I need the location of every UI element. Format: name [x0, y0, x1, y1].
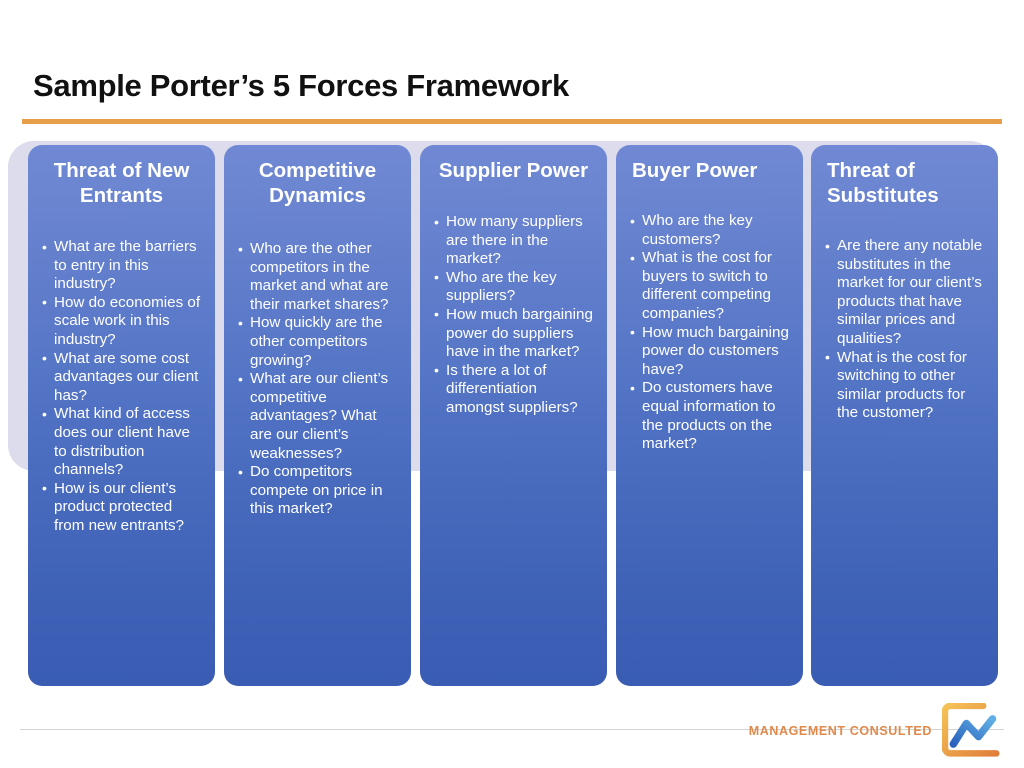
list-item: What is the cost for buyers to switch to…: [628, 249, 791, 323]
list-item: How much bargaining power do customers h…: [628, 323, 791, 380]
force-column-competitive-dynamics[interactable]: Competitive Dynamics Who are the other c…: [224, 145, 411, 686]
footer-divider: [20, 729, 1004, 730]
list-item: Who are the key suppliers?: [432, 268, 595, 306]
list-item: What are our client’s competitive advant…: [236, 370, 399, 463]
force-heading: Competitive Dynamics: [258, 159, 377, 207]
list-item: Do competitors compete on price in this …: [236, 463, 399, 519]
list-item: What are some cost advantages our client…: [40, 349, 203, 406]
page-title: Sample Porter’s 5 Forces Framework: [33, 68, 569, 103]
list-item: How much bargaining power do suppliers h…: [432, 305, 595, 362]
force-bullet-list: Who are the key customers? What is the c…: [628, 211, 791, 454]
list-item: Who are the key customers?: [628, 211, 791, 249]
force-bullet-list: What are the barriers to entry in this i…: [40, 238, 203, 536]
list-item: How is our client’s product protected fr…: [40, 479, 203, 536]
force-bullet-list: Are there any notable substitutes in the…: [823, 237, 986, 423]
force-bullet-list: How many suppliers are there in the mark…: [432, 213, 595, 418]
force-heading: Threat of Substitutes: [827, 159, 939, 207]
list-item: Do customers have equal information to t…: [628, 379, 791, 453]
force-column-supplier-power[interactable]: Supplier Power How many suppliers are th…: [420, 145, 607, 686]
list-item: What kind of access does our client have…: [40, 405, 203, 479]
brand-logo: MANAGEMENT CONSULTED: [749, 703, 1002, 759]
management-consulted-logo-icon: [942, 703, 1000, 757]
forces-container: Threat of New Entrants What are the barr…: [0, 145, 1024, 690]
list-item: How many suppliers are there in the mark…: [432, 213, 595, 269]
title-accent-rule: [22, 119, 1002, 124]
list-item: Are there any notable substitutes in the…: [823, 237, 986, 349]
list-item: How do economies of scale work in this i…: [40, 293, 203, 350]
force-heading: Threat of New Entrants: [53, 159, 190, 207]
list-item: What is the cost for switching to other …: [823, 348, 986, 423]
force-column-buyer-power[interactable]: Buyer Power Who are the key customers? W…: [616, 145, 803, 686]
force-column-threat-of-new-entrants[interactable]: Threat of New Entrants What are the barr…: [28, 145, 215, 686]
list-item: Who are the other competitors in the mar…: [236, 239, 399, 314]
list-item: Is there a lot of differentiation amongs…: [432, 361, 595, 418]
list-item: What are the barriers to entry in this i…: [40, 238, 203, 294]
force-column-threat-of-substitutes[interactable]: Threat of Substitutes Are there any nota…: [811, 145, 998, 686]
list-item: How quickly are the other competitors gr…: [236, 314, 399, 370]
force-bullet-list: Who are the other competitors in the mar…: [236, 239, 399, 519]
force-heading: Supplier Power: [438, 159, 589, 182]
force-heading: Buyer Power: [632, 159, 758, 182]
brand-name-text: MANAGEMENT CONSULTED: [748, 724, 932, 738]
